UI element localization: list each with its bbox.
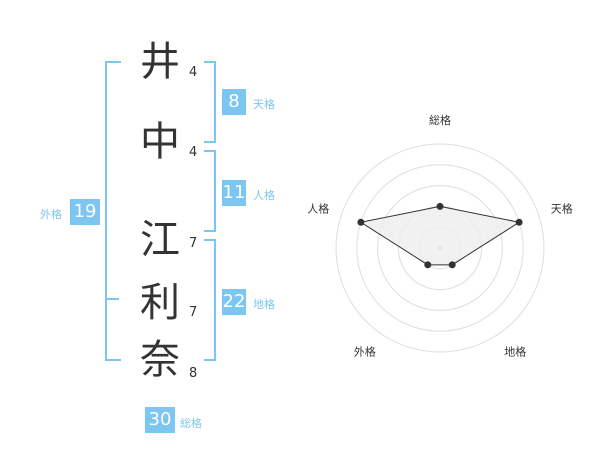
radar-point-2 xyxy=(515,218,523,226)
radar-axis-label: 人格 xyxy=(307,201,329,215)
chikaku-value: 22 xyxy=(222,289,246,315)
stroke-count-1: 4 xyxy=(189,65,198,80)
radar-point-4 xyxy=(424,261,432,269)
radar-polygon xyxy=(359,205,521,266)
name-char-4: 利 xyxy=(140,280,180,326)
radar-axis-label: 地格 xyxy=(504,345,526,359)
radar-axis-label: 総格 xyxy=(429,113,451,127)
radar-point-1 xyxy=(436,202,444,210)
gaikaku-label: 外格 xyxy=(40,208,62,221)
jinkaku-value: 11 xyxy=(222,180,246,206)
jinkaku-label: 人格 xyxy=(253,189,275,202)
radar-point-3 xyxy=(448,261,456,269)
stroke-count-5: 8 xyxy=(189,366,198,381)
name-char-3: 江 xyxy=(140,217,180,263)
radar-axis-label: 外格 xyxy=(354,345,376,359)
stroke-count-3: 7 xyxy=(189,236,198,251)
gaikaku-value: 19 xyxy=(70,199,100,225)
radar-point-5 xyxy=(357,218,365,226)
chikaku-label: 地格 xyxy=(253,298,275,311)
stroke-count-4: 7 xyxy=(189,305,198,320)
jinkaku-bracket xyxy=(204,150,216,232)
tenkaku-label: 天格 xyxy=(253,98,275,111)
tenkaku-bracket xyxy=(204,61,216,143)
radar-ring xyxy=(356,164,524,332)
name-char-1: 井 xyxy=(140,39,180,85)
radar-ring xyxy=(335,143,545,353)
radar-ring xyxy=(377,185,503,311)
gaikaku-bracket xyxy=(105,61,121,361)
tenkaku-value: 8 xyxy=(222,89,246,115)
chikaku-bracket xyxy=(204,239,216,361)
gaikaku-bracket-divider xyxy=(105,298,119,300)
radar-axis-label: 天格 xyxy=(551,201,573,215)
stroke-count-2: 4 xyxy=(189,145,198,160)
name-char-2: 中 xyxy=(140,119,180,165)
soukaku-label: 総格 xyxy=(180,417,202,430)
soukaku-value: 30 xyxy=(145,407,175,433)
name-char-5: 奈 xyxy=(140,337,180,383)
